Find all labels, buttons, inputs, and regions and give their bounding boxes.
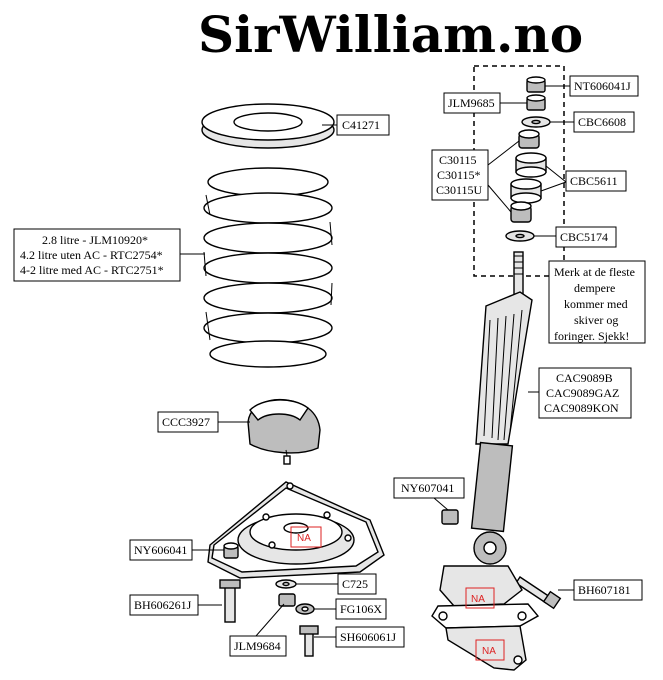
na-marker-box-3 xyxy=(475,639,505,661)
label-jlm9685: JLM9685 xyxy=(443,92,501,114)
nut-jlm9685 xyxy=(526,94,546,111)
svg-text:CBC5174: CBC5174 xyxy=(560,230,608,244)
svg-text:CBC6608: CBC6608 xyxy=(578,115,626,129)
svg-text:dempere: dempere xyxy=(574,281,615,295)
washer-cbc6608 xyxy=(521,116,551,128)
svg-text:FG106X: FG106X xyxy=(340,602,382,616)
label-damper-note: Merk at de fleste dempere kommer med ski… xyxy=(548,260,646,344)
na-marker-box-2 xyxy=(465,587,495,609)
svg-text:2.8 litre - JLM10920*: 2.8 litre - JLM10920* xyxy=(42,233,148,247)
label-c725: C725 xyxy=(337,573,377,595)
spring-seat-c41271 xyxy=(201,103,335,149)
bush-c30115-upper xyxy=(518,129,540,149)
nut-ny606041 xyxy=(223,542,239,559)
svg-text:CAC9089KON: CAC9089KON xyxy=(544,401,619,415)
svg-text:kommer med: kommer med xyxy=(564,297,628,311)
svg-text:NT606041J: NT606041J xyxy=(574,79,631,93)
svg-text:NY607041: NY607041 xyxy=(401,481,454,495)
label-fg106x: FG106X xyxy=(335,598,387,620)
svg-text:CAC9089B: CAC9089B xyxy=(556,371,613,385)
nut-ny607041 xyxy=(441,509,459,525)
bush-cbc5611-lower xyxy=(510,178,542,204)
screw-sh606061j xyxy=(299,625,319,657)
site-title: SirWilliam.no xyxy=(198,5,583,64)
label-bh606261j: BH606261J xyxy=(129,594,199,616)
na-marker-box-1 xyxy=(290,526,322,548)
label-bh607181: BH607181 xyxy=(573,579,643,601)
label-cac9089: CAC9089B CAC9089GAZ CAC9089KON xyxy=(538,367,632,419)
svg-text:JLM9684: JLM9684 xyxy=(234,639,281,653)
label-spring-variants: 2.8 litre - JLM10920* 4.2 litre uten AC … xyxy=(13,228,181,282)
label-c30115: C30115 C30115* C30115U xyxy=(431,149,489,201)
svg-text:4-2 litre med AC - RTC2751*: 4-2 litre med AC - RTC2751* xyxy=(20,263,164,277)
label-ny606041: NY606041 xyxy=(129,539,193,561)
label-nt606041j: NT606041J xyxy=(569,75,639,97)
svg-text:skiver og: skiver og xyxy=(574,313,618,327)
svg-text:JLM9685: JLM9685 xyxy=(448,96,495,110)
damper-cac9089 xyxy=(470,251,533,565)
label-cbc5611: CBC5611 xyxy=(565,170,627,192)
bush-c30115-lower xyxy=(510,201,532,223)
washer-fg106x xyxy=(295,603,315,615)
washer-cbc5174 xyxy=(505,230,535,242)
svg-text:CAC9089GAZ: CAC9089GAZ xyxy=(546,386,619,400)
label-sh606061j: SH606061J xyxy=(335,626,405,648)
svg-text:CBC5611: CBC5611 xyxy=(570,174,618,188)
nut-nt606041j xyxy=(526,76,546,93)
svg-text:NY606041: NY606041 xyxy=(134,543,187,557)
coil-spring xyxy=(203,167,333,368)
svg-text:foringer. Sjekk!: foringer. Sjekk! xyxy=(554,329,629,343)
label-ccc3927: CCC3927 xyxy=(157,411,219,433)
bolt-bh606261j xyxy=(219,579,241,623)
svg-text:Merk at de fleste: Merk at de fleste xyxy=(554,265,635,279)
label-cbc5174: CBC5174 xyxy=(555,226,617,248)
label-cbc6608: CBC6608 xyxy=(573,111,635,133)
na-marker-1: NA xyxy=(297,533,311,544)
svg-text:CCC3927: CCC3927 xyxy=(162,415,210,429)
svg-text:C41271: C41271 xyxy=(342,118,380,132)
label-c41271: C41271 xyxy=(336,114,390,136)
na-marker-3: NA xyxy=(482,646,496,657)
svg-text:SH606061J: SH606061J xyxy=(340,630,396,644)
svg-text:BH607181: BH607181 xyxy=(578,583,631,597)
bush-cbc5611-upper xyxy=(515,152,547,178)
lower-spring-pan xyxy=(207,481,385,579)
svg-text:C30115*: C30115* xyxy=(437,168,481,182)
bump-stop-ccc3927 xyxy=(247,398,321,465)
svg-text:C30115U: C30115U xyxy=(436,183,483,197)
svg-text:4.2 litre uten AC - RTC2754*: 4.2 litre uten AC - RTC2754* xyxy=(20,248,163,262)
svg-text:C30115: C30115 xyxy=(439,153,477,167)
leader-lines xyxy=(180,85,574,638)
svg-text:BH606261J: BH606261J xyxy=(134,598,192,612)
label-jlm9684: JLM9684 xyxy=(229,635,287,657)
label-ny607041: NY607041 xyxy=(393,477,465,499)
lower-damper-bracket xyxy=(431,565,540,671)
na-marker-2: NA xyxy=(471,594,485,605)
svg-text:C725: C725 xyxy=(342,577,368,591)
washer-c725 xyxy=(275,579,297,589)
nut-jlm9684 xyxy=(278,593,296,607)
